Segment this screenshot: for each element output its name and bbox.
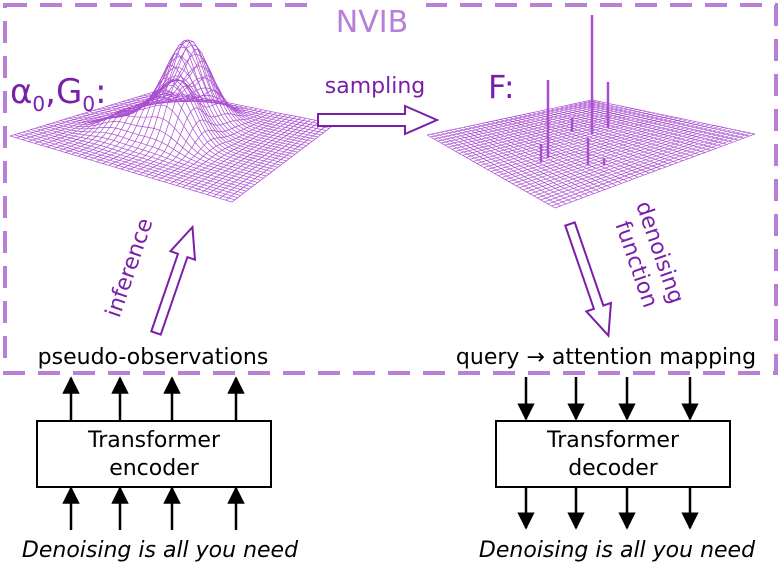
denoising-arrow (564, 221, 613, 338)
decoder-input-arrows (517, 377, 699, 421)
decoder-output-arrows (517, 488, 699, 530)
decoder-line2: decoder (568, 456, 659, 481)
nvib-title: NVIB (336, 5, 408, 40)
prior-distribution-surface (9, 39, 336, 203)
inference-label: inference (101, 215, 158, 321)
inference-arrow (150, 224, 197, 336)
output-sentence: Denoising is all you need (479, 538, 756, 563)
pseudo-observations-label: pseudo-observations (38, 345, 269, 370)
sampling-arrow (317, 104, 440, 136)
posterior-label: F: (488, 68, 515, 106)
decoder-line1: Transformer (546, 428, 680, 453)
encoder-input-arrows (62, 486, 245, 530)
encoder-line2: encoder (109, 456, 200, 481)
posterior-distribution-plane (426, 99, 756, 209)
transformer-decoder-box (495, 420, 731, 488)
query-attention-mapping-label: query → attention mapping (456, 345, 756, 370)
denoising-label: denoising function (606, 198, 691, 322)
prior-label: α0,G0: (10, 72, 107, 116)
encoder-line1: Transformer (87, 428, 221, 453)
encoder-output-arrows (62, 376, 245, 420)
posterior-spikes (539, 15, 610, 165)
sampling-label: sampling (325, 74, 425, 99)
transformer-encoder-box (36, 420, 272, 488)
input-sentence: Denoising is all you need (22, 538, 299, 563)
